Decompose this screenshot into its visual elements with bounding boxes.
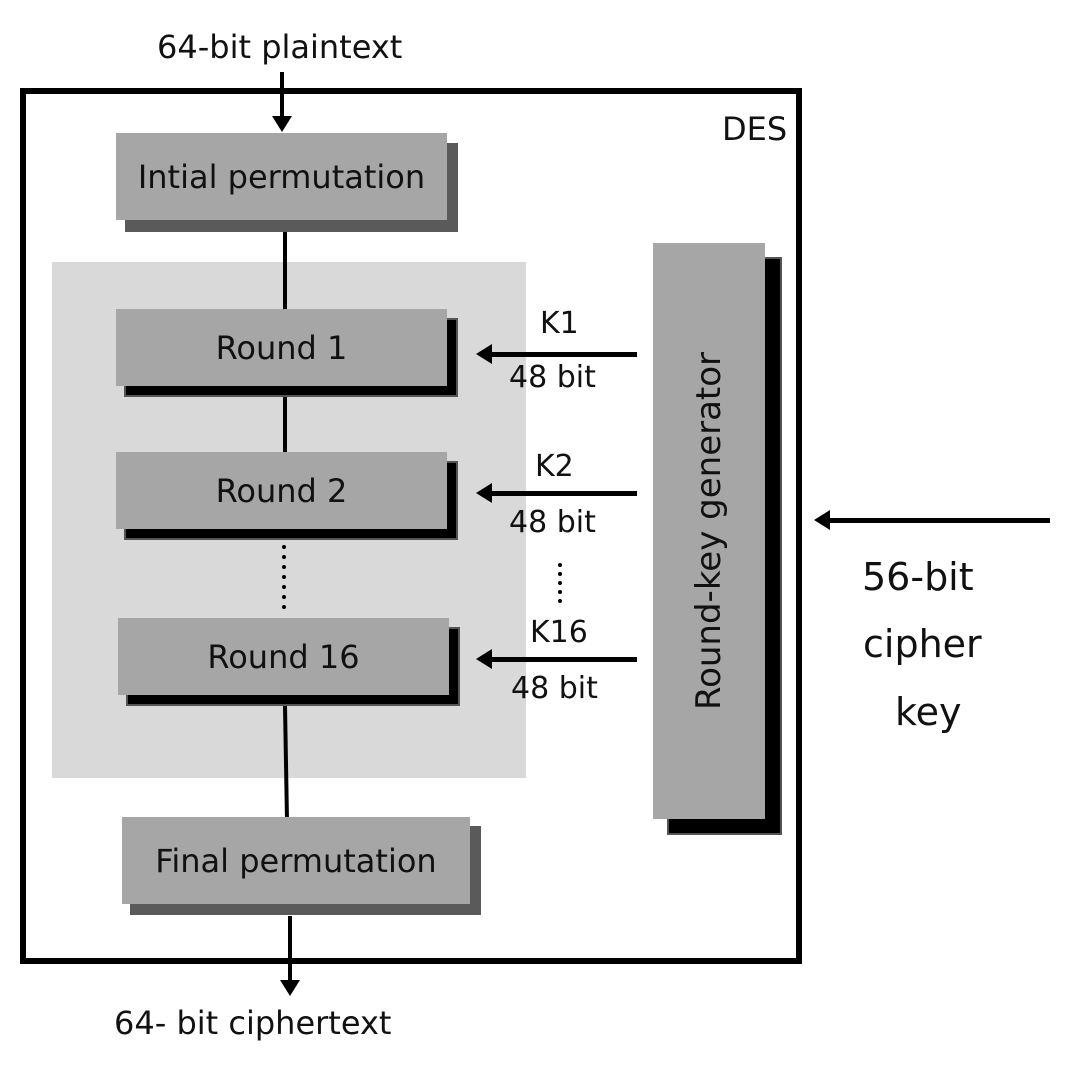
- des-frame: [20, 88, 802, 964]
- round1-box: Round 1: [116, 309, 447, 386]
- connector-ip-round1: [283, 232, 287, 309]
- output-arrow-head: [280, 980, 300, 996]
- k2-arrow-head: [476, 483, 492, 503]
- cipher-key-line2: cipher: [863, 622, 982, 666]
- cipher-key-line3: key: [895, 690, 962, 734]
- output-arrow-line: [288, 916, 292, 982]
- k1-arrow-head: [476, 344, 492, 364]
- k2-size-label: 48 bit: [509, 505, 596, 540]
- key-generator-box: [653, 243, 765, 819]
- k1-label: K1: [540, 306, 579, 341]
- round2-label: Round 2: [215, 471, 348, 510]
- round16-box: Round 16: [118, 618, 449, 695]
- input-arrow-head: [272, 116, 292, 132]
- round16-label: Round 16: [207, 637, 360, 676]
- connector-round1-round2: [283, 397, 287, 452]
- initial-permutation-label: Intial permutation: [137, 157, 426, 196]
- initial-permutation-box: Intial permutation: [116, 133, 447, 220]
- des-title: DES: [722, 110, 788, 148]
- plaintext-label: 64-bit plaintext: [157, 28, 403, 66]
- k16-arrow-head: [476, 649, 492, 669]
- k2-label: K2: [535, 449, 574, 484]
- cipher-key-line1: 56-bit: [862, 555, 974, 599]
- round2-box: Round 2: [116, 452, 447, 529]
- final-permutation-box: Final permutation: [122, 817, 470, 904]
- cipher-key-arrow-head: [814, 510, 830, 530]
- k16-label: K16: [530, 615, 588, 650]
- round1-label: Round 1: [215, 328, 348, 367]
- input-arrow-line: [280, 72, 284, 120]
- ciphertext-label: 64- bit ciphertext: [114, 1004, 392, 1042]
- key-generator-label: Round-key generator: [689, 351, 729, 711]
- k1-size-label: 48 bit: [509, 360, 596, 395]
- k16-size-label: 48 bit: [511, 671, 598, 706]
- final-permutation-label: Final permutation: [155, 841, 437, 880]
